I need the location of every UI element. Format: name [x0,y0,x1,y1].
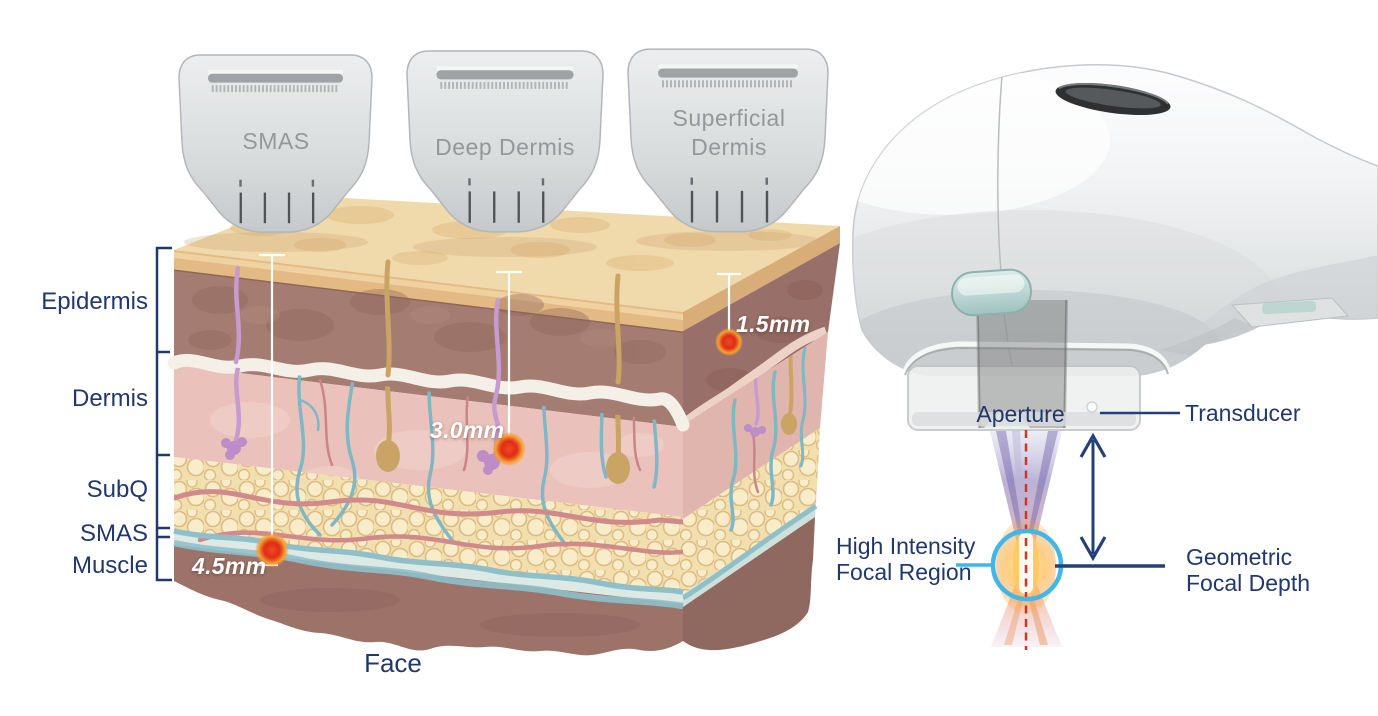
handpiece-top-slot [1055,82,1171,116]
focal-region-line2: Focal Region [836,559,972,585]
layer-label-dermis: Dermis [72,385,148,412]
annotation-lines [956,411,1180,568]
focal-depth-line1: Geometric [1186,544,1293,570]
layer-label-smas: SMAS [79,520,148,547]
cartridge-label-superficial-dermis: Superficial Dermis [672,105,786,160]
depth-measurement-lines [258,253,741,567]
face-caption: Face [364,648,422,678]
focal-region-annotation: High Intensity Focal Region [836,533,975,585]
ultrasound-beam [990,430,1064,650]
layer-label-subq: SubQ [86,476,148,503]
layer-label-muscle: Muscle [71,552,148,579]
depth-marker-label-4-5mm: 4.5mm [192,553,267,579]
focal-point-marker-3-0mm [492,432,526,466]
depth-marker-label-1-5mm: 1.5mm [736,311,811,337]
aperture-label: Aperture [976,401,1065,427]
focal-depth-annotation: Geometric Focal Depth [1186,544,1310,596]
transducer-label: Transducer [1185,400,1301,426]
handpiece-button [951,268,1033,317]
layer-bracket [155,246,172,582]
focal-point-marker-1-5mm [715,328,743,356]
focal-region-line1: High Intensity [836,533,976,559]
depth-marker-label-3-0mm: 3.0mm [430,417,505,443]
applicator-window [907,299,1141,431]
layer-label-epidermis: Epidermis [41,288,148,315]
handpiece-illustration [852,64,1378,431]
focal-point-marker-4-5mm [255,533,289,567]
cartridge-label-smas: SMAS [242,128,310,154]
focal-depth-line2: Focal Depth [1186,570,1311,596]
skin-block-illustration [167,196,840,656]
cartridge-label-deep-dermis: Deep Dermis [435,134,575,160]
